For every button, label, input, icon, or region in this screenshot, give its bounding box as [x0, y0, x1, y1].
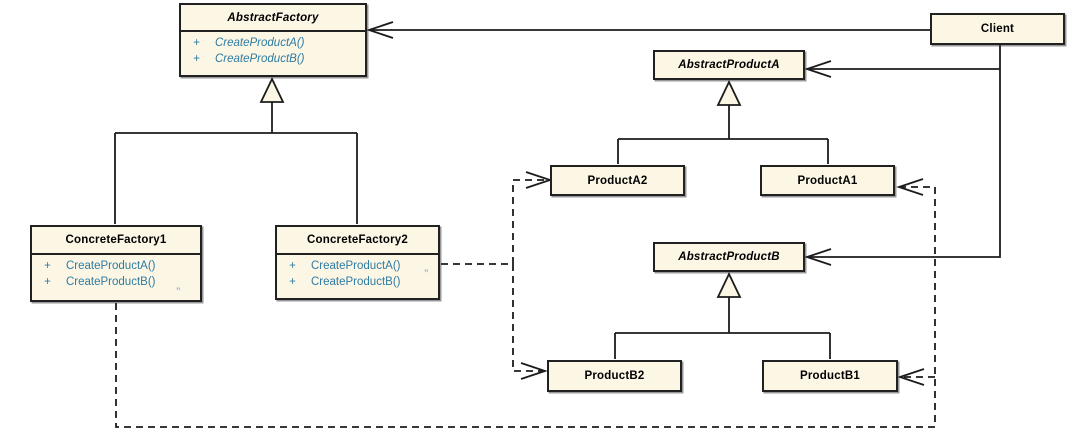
operation-row: + CreateProductB(): [289, 276, 401, 288]
association-client-abstractfactory[interactable]: [366, 21, 930, 39]
class-box-producta1[interactable]: ProductA1: [760, 165, 895, 196]
generalization-factories-abstractfactory[interactable]: [114, 76, 358, 224]
generalization-products-abstractproductb[interactable]: [614, 271, 831, 359]
operation-row: + CreateProductA(): [193, 37, 305, 49]
class-name: ProductA2: [587, 174, 648, 187]
class-name: ProductB2: [584, 370, 645, 382]
class-name: Client: [980, 23, 1015, 35]
class-box-client[interactable]: Client: [930, 13, 1065, 45]
class-box-productb2[interactable]: ProductB2: [547, 360, 682, 392]
operations-compartment: + CreateProductA() + CreateProductB(): [181, 32, 365, 67]
class-box-abstractproductb[interactable]: AbstractProductB: [653, 242, 805, 272]
dependency-concretefactory2-products[interactable]: [441, 171, 553, 380]
class-box-concretefactory1[interactable]: ConcreteFactory1 + CreateProductA() + Cr…: [30, 225, 202, 302]
operations-compartment: + CreateProductA() + CreateProductB(): [32, 255, 200, 290]
dependency-concretefactory1-products[interactable]: [115, 178, 936, 428]
class-name: ConcreteFactory2: [277, 227, 438, 255]
class-box-producta2[interactable]: ProductA2: [550, 165, 685, 196]
artifact-mark: ”: [424, 268, 428, 278]
class-name: AbstractProductA: [678, 59, 780, 71]
class-name: AbstractFactory: [181, 5, 365, 32]
operation-row: + CreateProductB(): [193, 53, 305, 65]
operations-compartment: + CreateProductA() + CreateProductB(): [277, 255, 438, 290]
association-client-abstractproducta[interactable]: [804, 60, 1000, 78]
class-box-abstractfactory[interactable]: AbstractFactory + CreateProductA() + Cre…: [179, 3, 367, 77]
class-name: ProductB1: [800, 370, 860, 382]
class-name: ProductA1: [797, 174, 858, 187]
class-box-productb1[interactable]: ProductB1: [762, 360, 898, 392]
class-box-abstractproducta[interactable]: AbstractProductA: [653, 50, 805, 80]
operation-row: + CreateProductA(): [44, 260, 156, 272]
association-client-abstractproductb[interactable]: [804, 45, 1001, 266]
artifact-mark: ”: [176, 286, 180, 296]
operation-row: + CreateProductB(): [44, 276, 156, 288]
class-name: ConcreteFactory1: [32, 227, 200, 255]
generalization-products-abstractproducta[interactable]: [617, 79, 829, 164]
class-name: AbstractProductB: [678, 251, 780, 263]
class-box-concretefactory2[interactable]: ConcreteFactory2 + CreateProductA() + Cr…: [275, 225, 440, 300]
operation-row: + CreateProductA(): [289, 260, 401, 272]
